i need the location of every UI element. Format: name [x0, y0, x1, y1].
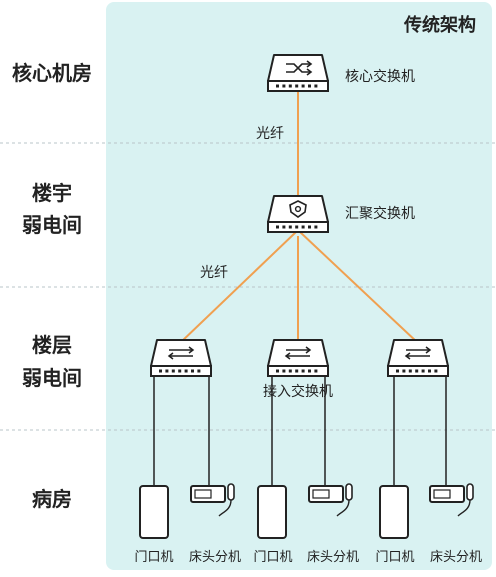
access-switch-right [387, 339, 449, 377]
door-label-left: 门口机 [134, 550, 173, 565]
switch-port [421, 369, 425, 373]
endpoint-labels: 门口机 床头分机 门口机 床头分机 门口机 床头分机 [134, 550, 482, 565]
fiber-agg-access-left [179, 231, 297, 344]
door-label-right: 门口机 [375, 550, 414, 565]
link-label-agg-access: 光纤 [200, 265, 228, 281]
handset-icon [466, 483, 474, 501]
switch-body [267, 195, 329, 223]
switch-port [295, 225, 299, 229]
switch-body [387, 339, 449, 367]
bed-unit-body [308, 485, 344, 503]
switch-port [308, 84, 311, 88]
switch-port [308, 225, 311, 229]
handset-cord [218, 499, 232, 517]
switch-port [288, 369, 292, 373]
switch-port [295, 369, 299, 373]
bed-label-left: 床头分机 [189, 550, 241, 565]
fiber-agg-access-right [299, 231, 419, 344]
access-switch-label: 接入交换机 [263, 383, 333, 400]
switch-port [402, 369, 406, 373]
bed-label-right: 床头分机 [430, 550, 482, 565]
aggregation-switch [267, 195, 329, 233]
zone-label-core-room: 核心机房 [12, 61, 92, 85]
switch-port [314, 369, 318, 373]
bidirectional-arrows-icon [404, 346, 432, 360]
switch-port [301, 369, 305, 373]
bed-unit-left [190, 483, 235, 517]
switch-body [150, 339, 212, 367]
bed-unit-screen [312, 489, 330, 499]
fiber-links [179, 92, 419, 344]
zone-dividers [0, 142, 496, 431]
switch-port [428, 369, 431, 373]
door-unit-right [379, 485, 409, 539]
bed-unit-right [429, 483, 474, 517]
zone-label-ward: 病房 [32, 487, 72, 511]
aggregation-switch-label: 汇聚交换机 [345, 205, 415, 222]
switch-port [314, 84, 318, 88]
door-unit-left [139, 485, 169, 539]
core-switch [267, 54, 329, 92]
diagram-title: 传统架构 [403, 14, 476, 36]
zone-label-floor-line2: 弱电间 [22, 366, 82, 390]
zone-labels: 核心机房 楼宇 弱电间 楼层 弱电间 病房 [12, 61, 92, 511]
switch-port [415, 369, 419, 373]
switch-port [282, 84, 286, 88]
door-unit-middle [257, 485, 287, 539]
handset-icon [227, 483, 235, 501]
door-label-middle: 门口机 [253, 550, 292, 565]
switch-port [276, 84, 279, 88]
bed-unit-body [190, 485, 226, 503]
arrow-head [306, 60, 313, 76]
switch-body [267, 339, 329, 367]
endpoint-cables [153, 376, 447, 488]
switch-port [288, 225, 292, 229]
zone-label-building-line1: 楼宇 [32, 181, 72, 205]
door-unit-body [257, 485, 287, 539]
switch-port [184, 369, 188, 373]
door-unit-body [139, 485, 169, 539]
bed-label-middle: 床头分机 [307, 550, 359, 565]
switch-port [301, 225, 305, 229]
handset-cord [336, 499, 350, 517]
core-switch-label: 核心交换机 [345, 68, 415, 85]
switch-port [295, 84, 299, 88]
zone-label-building-line2: 弱电间 [22, 213, 82, 237]
switch-port [288, 84, 292, 88]
bidirectional-arrows-icon [284, 346, 312, 360]
switch-port [282, 225, 286, 229]
switch-port [178, 369, 182, 373]
switch-port [276, 225, 279, 229]
access-switch-left [150, 339, 212, 377]
shield-dot [294, 205, 302, 213]
switch-port [314, 225, 318, 229]
shield-icon [289, 200, 307, 218]
switch-port [282, 369, 286, 373]
bed-unit-middle [308, 483, 353, 517]
switch-port [301, 84, 305, 88]
access-switch-middle [267, 339, 329, 377]
link-label-core-agg: 光纤 [256, 126, 284, 142]
switch-port [159, 369, 162, 373]
bidirectional-arrows-icon [167, 346, 195, 360]
switch-port [308, 369, 311, 373]
switch-port [434, 369, 438, 373]
cross-arrows-icon [286, 63, 310, 73]
switch-port [171, 369, 175, 373]
handset-cord [457, 499, 471, 517]
switch-port [197, 369, 201, 373]
handset-icon [345, 483, 353, 501]
switch-port [396, 369, 399, 373]
door-unit-body [379, 485, 409, 539]
switch-port [408, 369, 412, 373]
switch-port [191, 369, 194, 373]
bed-unit-screen [433, 489, 451, 499]
switch-port [276, 369, 279, 373]
switch-port [165, 369, 169, 373]
zone-label-floor-line1: 楼层 [32, 333, 72, 357]
bed-unit-screen [194, 489, 212, 499]
bed-unit-body [429, 485, 465, 503]
